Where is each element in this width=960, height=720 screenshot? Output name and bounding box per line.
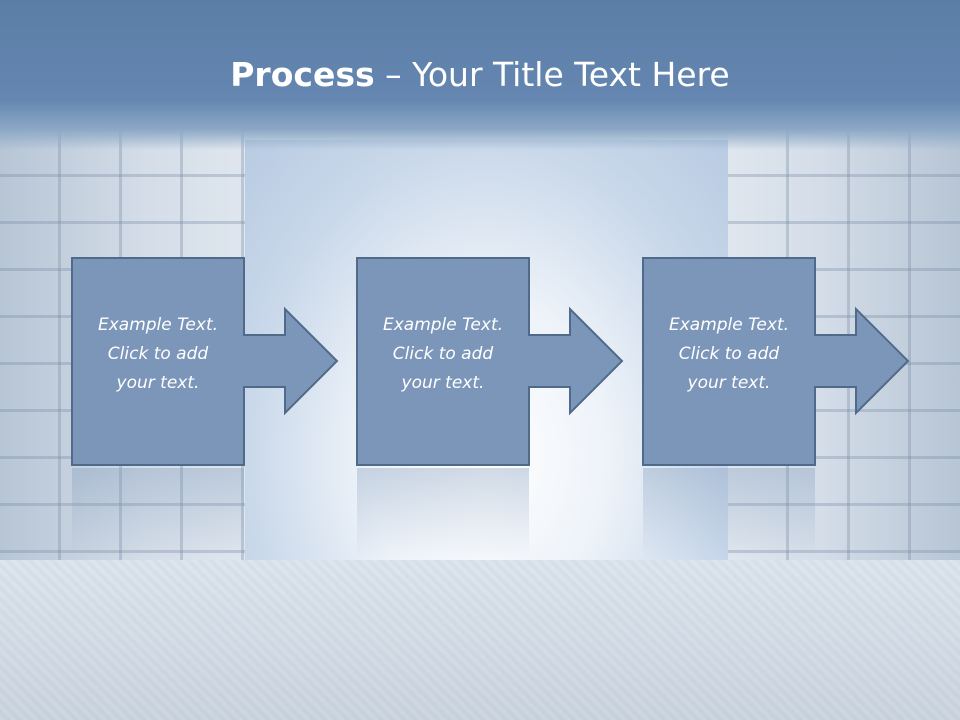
step-3-text[interactable]: Example Text. Click to add your text. <box>643 311 815 398</box>
title-rest: – Your Title Text Here <box>374 55 730 94</box>
step-1-line-2: Click to add <box>107 344 209 364</box>
process-step-3[interactable] <box>642 257 910 466</box>
step-2-line-3: your text. <box>401 373 485 393</box>
step-1-arrow-shape <box>71 257 339 466</box>
step-3-line-1: Example Text. <box>668 315 790 335</box>
step-2-line-2: Click to add <box>392 344 494 364</box>
step-2-line-1: Example Text. <box>382 315 504 335</box>
step-3-line-2: Click to add <box>678 344 780 364</box>
step-2-text[interactable]: Example Text. Click to add your text. <box>357 311 529 398</box>
process-step-1[interactable] <box>71 257 339 466</box>
step-1-line-1: Example Text. <box>97 315 219 335</box>
step-1-text[interactable]: Example Text. Click to add your text. <box>72 311 244 398</box>
step-2-arrow-shape <box>356 257 624 466</box>
slide-title[interactable]: Process – Your Title Text Here <box>0 52 960 98</box>
process-reflection <box>72 468 815 558</box>
title-bar <box>0 0 960 150</box>
floor-image <box>0 560 960 720</box>
step-3-line-3: your text. <box>687 373 771 393</box>
step-1-line-3: your text. <box>116 373 200 393</box>
process-step-2[interactable] <box>356 257 624 466</box>
title-bold: Process <box>230 55 375 94</box>
step-3-arrow-shape <box>642 257 910 466</box>
